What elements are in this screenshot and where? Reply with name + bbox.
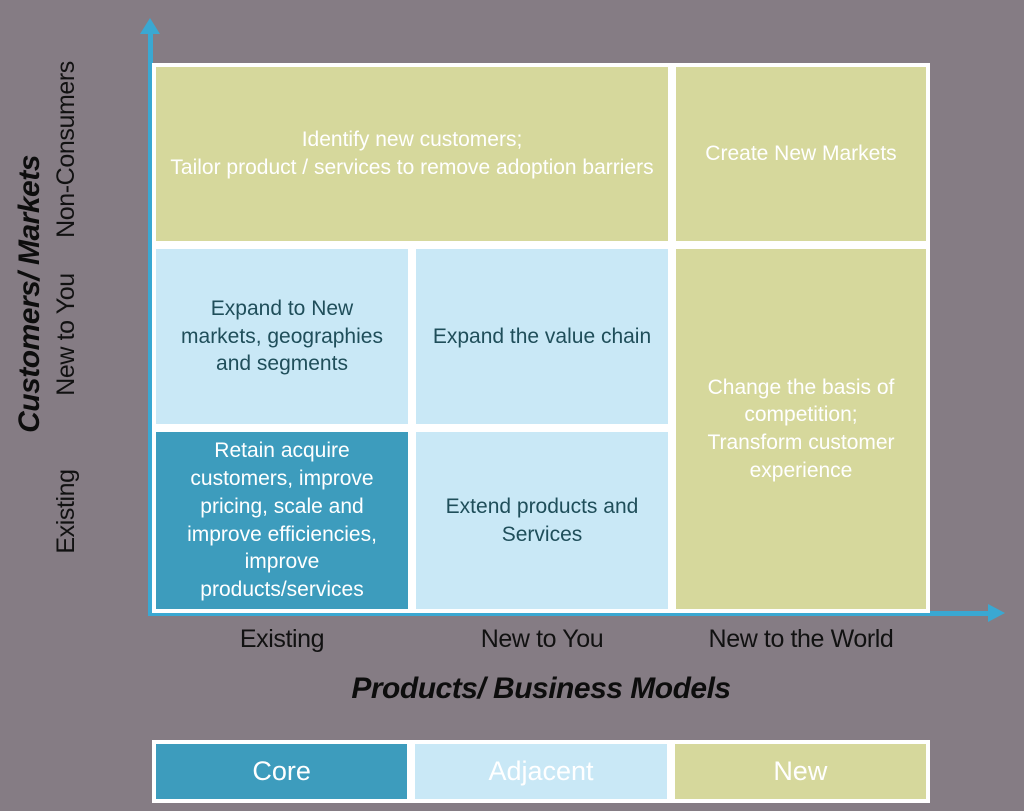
matrix-cell-retain-acquire-customers[interactable]: Retain acquire customers, improve pricin… bbox=[152, 428, 412, 613]
matrix-cell-change-basis-of-competition[interactable]: Change the basis of competition;Transfor… bbox=[672, 245, 930, 613]
x-axis-line bbox=[150, 611, 990, 616]
matrix-cell-identify-new-customers[interactable]: Identify new customers;Tailor product / … bbox=[152, 63, 672, 245]
x-axis-tick-new-to-the-world: New to the World bbox=[708, 625, 894, 653]
x-axis-arrow-icon bbox=[988, 604, 1005, 622]
matrix-cell-create-new-markets[interactable]: Create New Markets bbox=[672, 63, 930, 245]
y-axis-tick-existing: Existing bbox=[52, 469, 80, 554]
y-axis-line bbox=[148, 30, 153, 616]
matrix-cell-expand-value-chain[interactable]: Expand the value chain bbox=[412, 245, 672, 428]
y-axis-tick-non-consumers: Non-Consumers bbox=[52, 61, 80, 238]
x-axis-tick-new-to-you: New to You bbox=[480, 625, 604, 653]
legend: Core Adjacent New bbox=[152, 740, 930, 803]
x-axis-tick-existing: Existing bbox=[239, 625, 325, 653]
matrix-cell-expand-to-new-markets[interactable]: Expand to New markets, geographies and s… bbox=[152, 245, 412, 428]
legend-item-core[interactable]: Core bbox=[152, 740, 412, 803]
y-axis-title: Customers/ Markets bbox=[13, 155, 46, 433]
legend-item-new[interactable]: New bbox=[670, 740, 930, 803]
y-axis-tick-new-to-you: New to You bbox=[52, 273, 80, 396]
legend-item-adjacent[interactable]: Adjacent bbox=[411, 740, 671, 803]
matrix-cell-extend-products-services[interactable]: Extend products and Services bbox=[412, 428, 672, 613]
y-axis-arrow-icon bbox=[140, 18, 160, 34]
x-axis-title: Products/ Business Models bbox=[351, 672, 731, 705]
